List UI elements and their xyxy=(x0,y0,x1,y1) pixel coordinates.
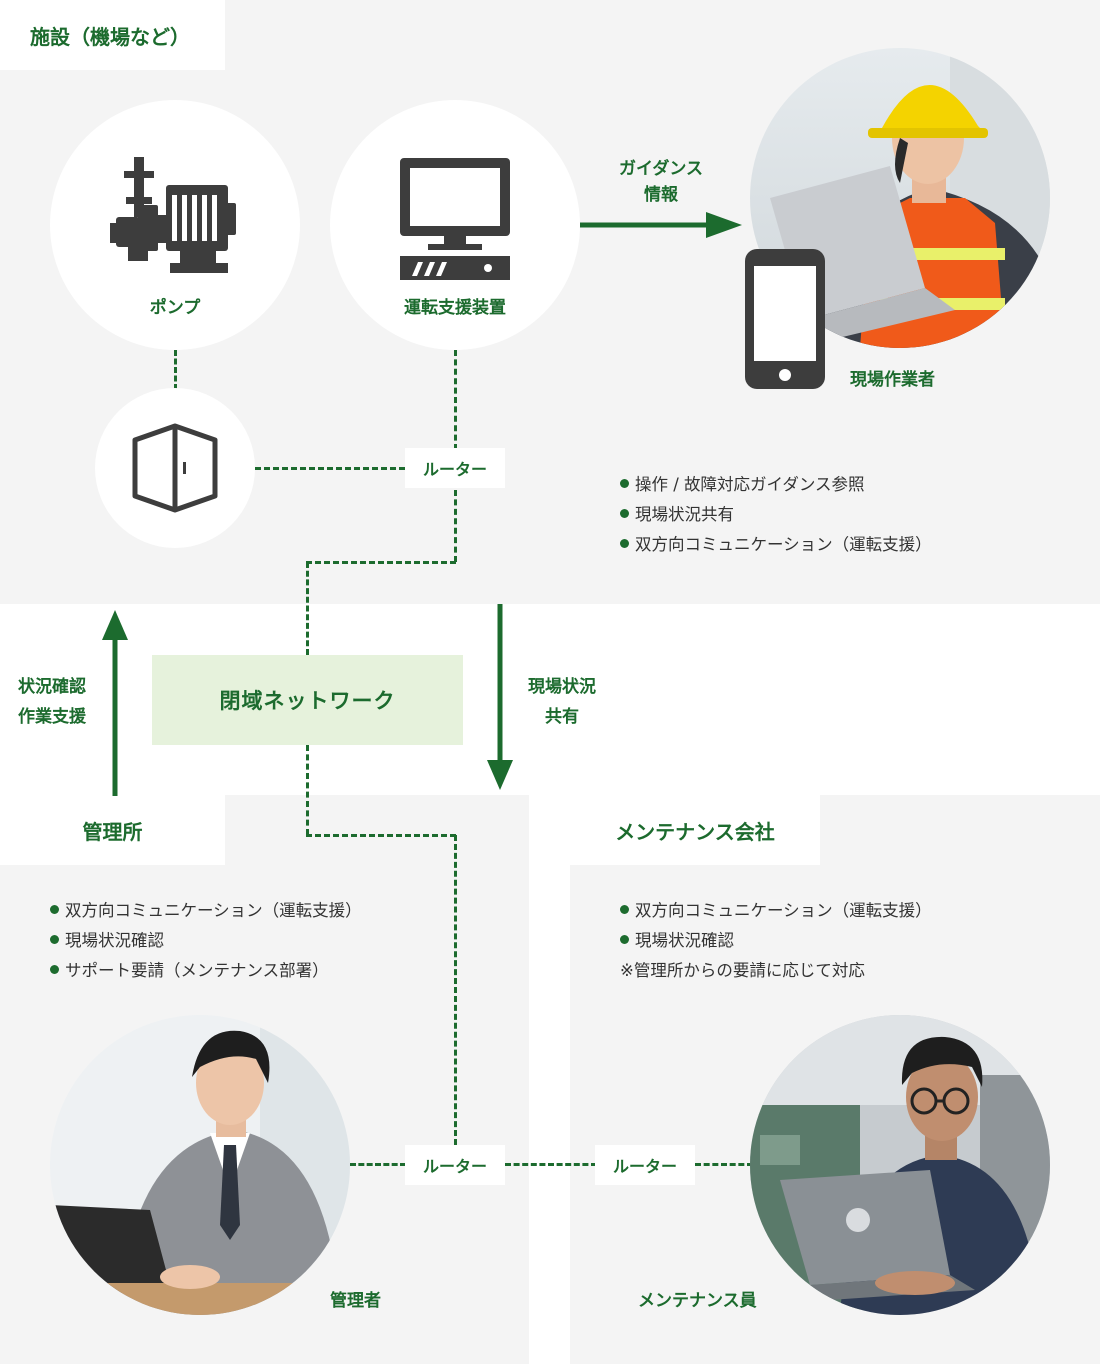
to-office-router-line xyxy=(454,835,457,1145)
router-to-router-line xyxy=(505,1163,597,1166)
field-bullet: 現場状況共有 xyxy=(620,500,932,530)
office-bullet: 双方向コミュニケーション（運転支援） xyxy=(50,896,362,926)
monitor-icon xyxy=(400,158,510,280)
bullet-dot xyxy=(620,905,629,914)
maintainer-photo xyxy=(750,1015,1050,1315)
network-upper-vertical xyxy=(306,562,309,655)
bullet-dot xyxy=(50,905,59,914)
router-top: ルーター xyxy=(405,448,505,488)
closed-network-box: 閉域ネットワーク xyxy=(152,655,463,745)
manager-label: 管理者 xyxy=(330,1291,381,1311)
facility-title: 施設（機場など） xyxy=(0,0,225,70)
pump-circle: ポンプ xyxy=(50,100,300,350)
router-maintenance: ルーター xyxy=(595,1145,695,1185)
office-bullet: 現場状況確認 xyxy=(50,926,362,956)
bullet-dot xyxy=(620,935,629,944)
maintainer-illustration xyxy=(750,1015,1050,1315)
cabinet-icon xyxy=(132,423,218,513)
bullet-dot xyxy=(620,509,629,518)
router-office: ルーター xyxy=(405,1145,505,1185)
field-bullet: 操作 / 故障対応ガイダンス参照 xyxy=(620,470,932,500)
pump-label: ポンプ xyxy=(149,298,201,318)
down-arrow-label: 現場状況 共有 xyxy=(528,677,596,727)
office-bullets: 双方向コミュニケーション（運転支援） 現場状況確認 サポート要請（メンテナンス部… xyxy=(50,896,362,986)
up-arrow xyxy=(102,610,128,796)
maintenance-title: メンテナンス会社 xyxy=(570,795,820,865)
guidance-arrow xyxy=(580,212,742,238)
office-title: 管理所 xyxy=(0,795,225,865)
maintenance-bullet: 現場状況確認 xyxy=(620,926,932,956)
pump-to-box-line xyxy=(174,350,177,390)
bullet-dot xyxy=(620,479,629,488)
maintenance-bullets: 双方向コミュニケーション（運転支援） 現場状況確認 ※管理所からの要請に応じて対… xyxy=(620,896,932,986)
manager-illustration xyxy=(50,1015,350,1315)
field-bullet: 双方向コミュニケーション（運転支援） xyxy=(620,530,932,560)
guidance-label: ガイダンス 情報 xyxy=(619,159,703,205)
device-label: 運転支援装置 xyxy=(404,298,506,318)
box-to-router-line xyxy=(255,467,405,470)
pump-icon xyxy=(110,157,236,273)
network-lower-line xyxy=(306,834,456,837)
network-upper-line xyxy=(306,561,456,564)
device-to-router-line xyxy=(454,350,457,450)
field-worker-label: 現場作業者 xyxy=(850,370,935,390)
router-to-maintainer-line xyxy=(695,1163,753,1166)
field-bullets: 操作 / 故障対応ガイダンス参照 現場状況共有 双方向コミュニケーション（運転支… xyxy=(620,470,932,560)
maintainer-label: メンテナンス員 xyxy=(638,1291,757,1311)
up-arrow-label: 状況確認 作業支援 xyxy=(18,677,86,727)
smartphone-icon xyxy=(745,249,825,389)
bullet-dot xyxy=(50,935,59,944)
network-lower-vertical xyxy=(306,745,309,835)
device-circle: 運転支援装置 xyxy=(330,100,580,350)
maintenance-note: ※管理所からの要請に応じて対応 xyxy=(620,961,865,980)
manager-photo xyxy=(50,1015,350,1315)
manager-to-router-line xyxy=(350,1163,406,1166)
router-down-line xyxy=(454,490,457,562)
bullet-dot xyxy=(50,965,59,974)
cabinet-circle xyxy=(95,388,255,548)
office-bullet: サポート要請（メンテナンス部署） xyxy=(50,956,362,986)
down-arrow xyxy=(487,604,513,790)
maintenance-bullet: 双方向コミュニケーション（運転支援） xyxy=(620,896,932,926)
bullet-dot xyxy=(620,539,629,548)
